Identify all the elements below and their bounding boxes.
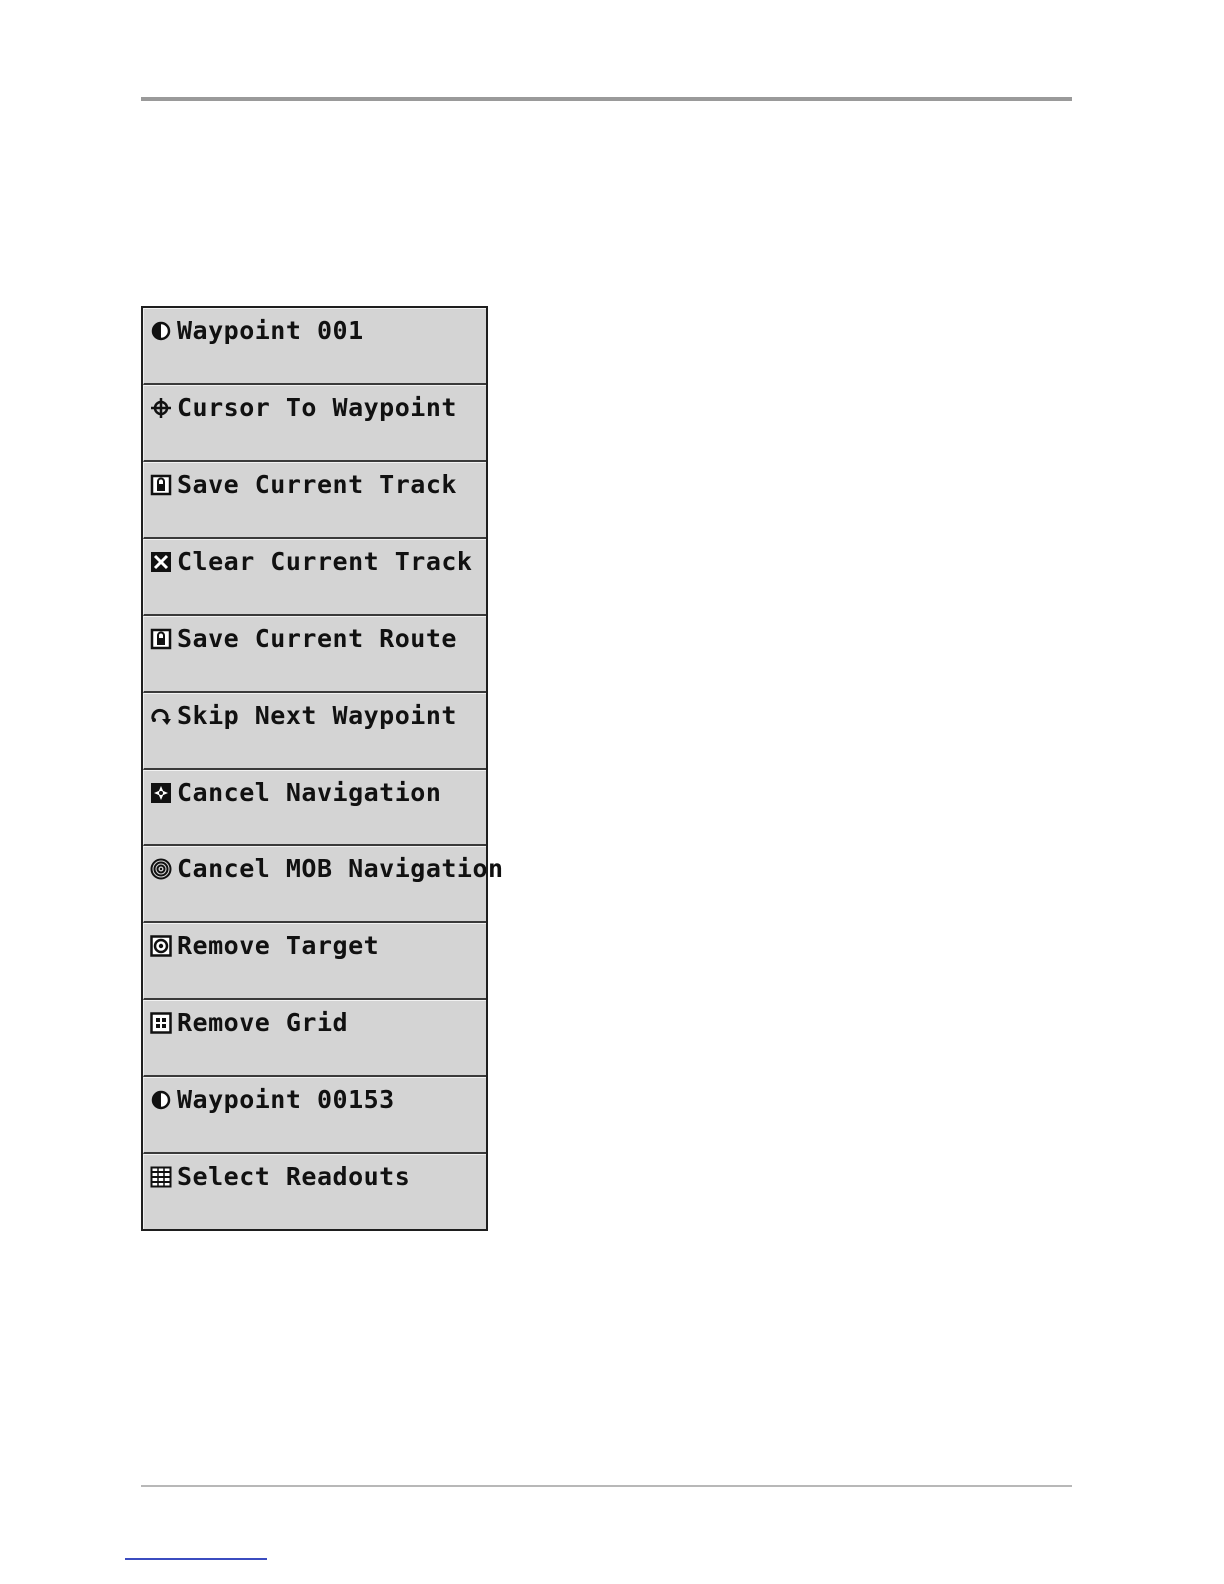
menu-item-cursor-to-waypoint[interactable]: Cursor To Waypoint xyxy=(143,385,486,462)
waypoint-icon xyxy=(150,1089,172,1111)
grid-icon xyxy=(150,1012,172,1034)
menu-item-label: Cancel MOB Navigation xyxy=(177,853,504,885)
menu-item-skip-next-waypoint[interactable]: Skip Next Waypoint xyxy=(143,693,486,770)
menu-item-label: Remove Grid xyxy=(177,1007,348,1039)
menu-item-label: Cancel Navigation xyxy=(177,777,441,809)
menu-item-save-current-track[interactable]: Save Current Track xyxy=(143,462,486,539)
menu-item-cancel-mob-navigation[interactable]: Cancel MOB Navigation xyxy=(143,846,486,923)
footer-rule xyxy=(141,1485,1072,1487)
menu-item-remove-grid[interactable]: Remove Grid xyxy=(143,1000,486,1077)
lock-icon xyxy=(150,474,172,496)
readouts-icon xyxy=(150,1166,172,1188)
skip-arrow-icon xyxy=(150,705,172,727)
menu-item-save-current-route[interactable]: Save Current Route xyxy=(143,616,486,693)
menu-item-label: Save Current Track xyxy=(177,469,457,501)
menu-item-label: Clear Current Track xyxy=(177,546,472,578)
waypoint-icon xyxy=(150,320,172,342)
mob-target-icon xyxy=(150,858,172,880)
menu-item-select-readouts[interactable]: Select Readouts xyxy=(143,1154,486,1229)
menu-item-label: Save Current Route xyxy=(177,623,457,655)
menu-item-remove-target[interactable]: Remove Target xyxy=(143,923,486,1000)
menu-item-waypoint-001[interactable]: Waypoint 001 xyxy=(143,308,486,385)
menu-item-label: Cursor To Waypoint xyxy=(177,392,457,424)
menu-item-label: Waypoint 00153 xyxy=(177,1084,395,1116)
lock-icon xyxy=(150,628,172,650)
cancel-navigation-icon xyxy=(150,782,172,804)
menu-item-label: Skip Next Waypoint xyxy=(177,700,457,732)
menu-item-waypoint-00153[interactable]: Waypoint 00153 xyxy=(143,1077,486,1154)
menu-item-cancel-navigation[interactable]: Cancel Navigation xyxy=(143,770,486,847)
header-rule xyxy=(141,97,1072,101)
menu-item-label: Waypoint 001 xyxy=(177,315,364,347)
menu-item-label: Select Readouts xyxy=(177,1161,410,1193)
crosshair-icon xyxy=(150,397,172,419)
target-icon xyxy=(150,935,172,957)
clear-x-icon xyxy=(150,551,172,573)
menu-item-clear-current-track[interactable]: Clear Current Track xyxy=(143,539,486,616)
menu-item-label: Remove Target xyxy=(177,930,379,962)
x-press-menu: Waypoint 001 Cursor To Waypoint Save Cur… xyxy=(141,306,488,1231)
footer-link-underline[interactable] xyxy=(125,1558,267,1560)
